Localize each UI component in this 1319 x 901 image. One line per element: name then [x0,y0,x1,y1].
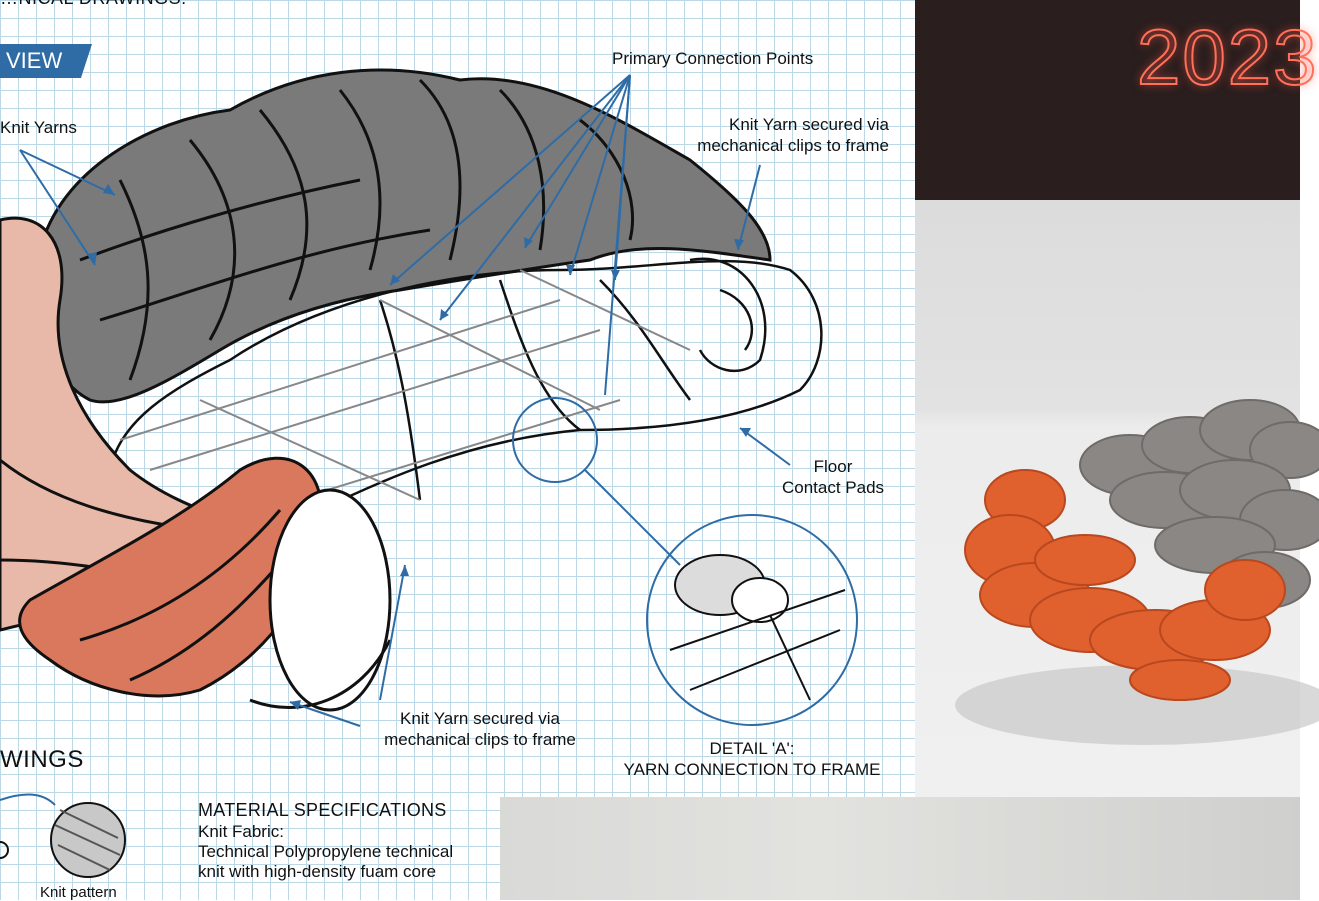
grey-knit-yarn [36,68,772,404]
label-knit-yarn-secured-bottom-line1: Knit Yarn secured via [399,709,560,728]
year-panel: 2023 [915,0,1318,200]
label-knit-yarn-secured-top: Knit Yarn secured via mechanical clips t… [629,114,889,156]
label-knit-yarn-secured-top-line1: Knit Yarn secured via [728,115,889,134]
orange-yarn-loops [964,469,1286,701]
bottom-photo-panel [500,797,1300,900]
knit-fabric-line2: knit with high-density fuam core [198,862,437,881]
arrow-heads [88,184,751,710]
end-loop [249,488,392,712]
label-primary-connection-points: Primary Connection Points [612,49,814,68]
material-specifications-title: MATERIAL SPECIFICATIONS [198,800,447,820]
material-specifications: MATERIAL SPECIFICATIONS Knit Fabric: Tec… [198,800,498,882]
drawing-title-clipped: …NICAL DRAWINGS: [0,0,187,9]
technical-drawing-panel: …NICAL DRAWINGS: VIEW Knit Yarns Primary… [0,0,915,901]
knit-fabric-line1: Technical Polypropylene technical [198,842,454,861]
product-photo-panel [915,200,1319,797]
drawing-illustration [0,68,858,878]
callout-arrows [19,74,858,727]
view-tag: VIEW [0,44,92,78]
label-floor-contact-pads: Floor Contact Pads [768,456,898,498]
label-knit-yarn-secured-top-line2: mechanical clips to frame [697,136,889,155]
product-photo [955,399,1319,745]
grey-yarn-loops [1079,399,1319,609]
neon-year-text: 2023 [1136,12,1319,102]
drawings-heading: WINGS [0,746,84,773]
label-detail-a-line1: DETAIL 'A': [709,739,795,758]
label-floor-contact-pads-line2: Contact Pads [781,478,885,497]
detail-a-inset [669,554,846,701]
label-knit-yarn-secured-bottom-line2: mechanical clips to frame [384,730,576,749]
label-detail-a: DETAIL 'A': YARN CONNECTION TO FRAME [610,738,894,780]
label-knit-yarns: Knit Yarns [0,118,77,137]
label-detail-a-line2: YARN CONNECTION TO FRAME [623,760,881,779]
knit-pattern-detail [0,793,126,878]
label-floor-contact-pads-line1: Floor [813,457,853,476]
knit-pattern-caption: Knit pattern [40,884,117,901]
label-knit-yarn-secured-bottom: Knit Yarn secured via mechanical clips t… [362,708,598,750]
knit-fabric-label: Knit Fabric: [198,822,284,841]
